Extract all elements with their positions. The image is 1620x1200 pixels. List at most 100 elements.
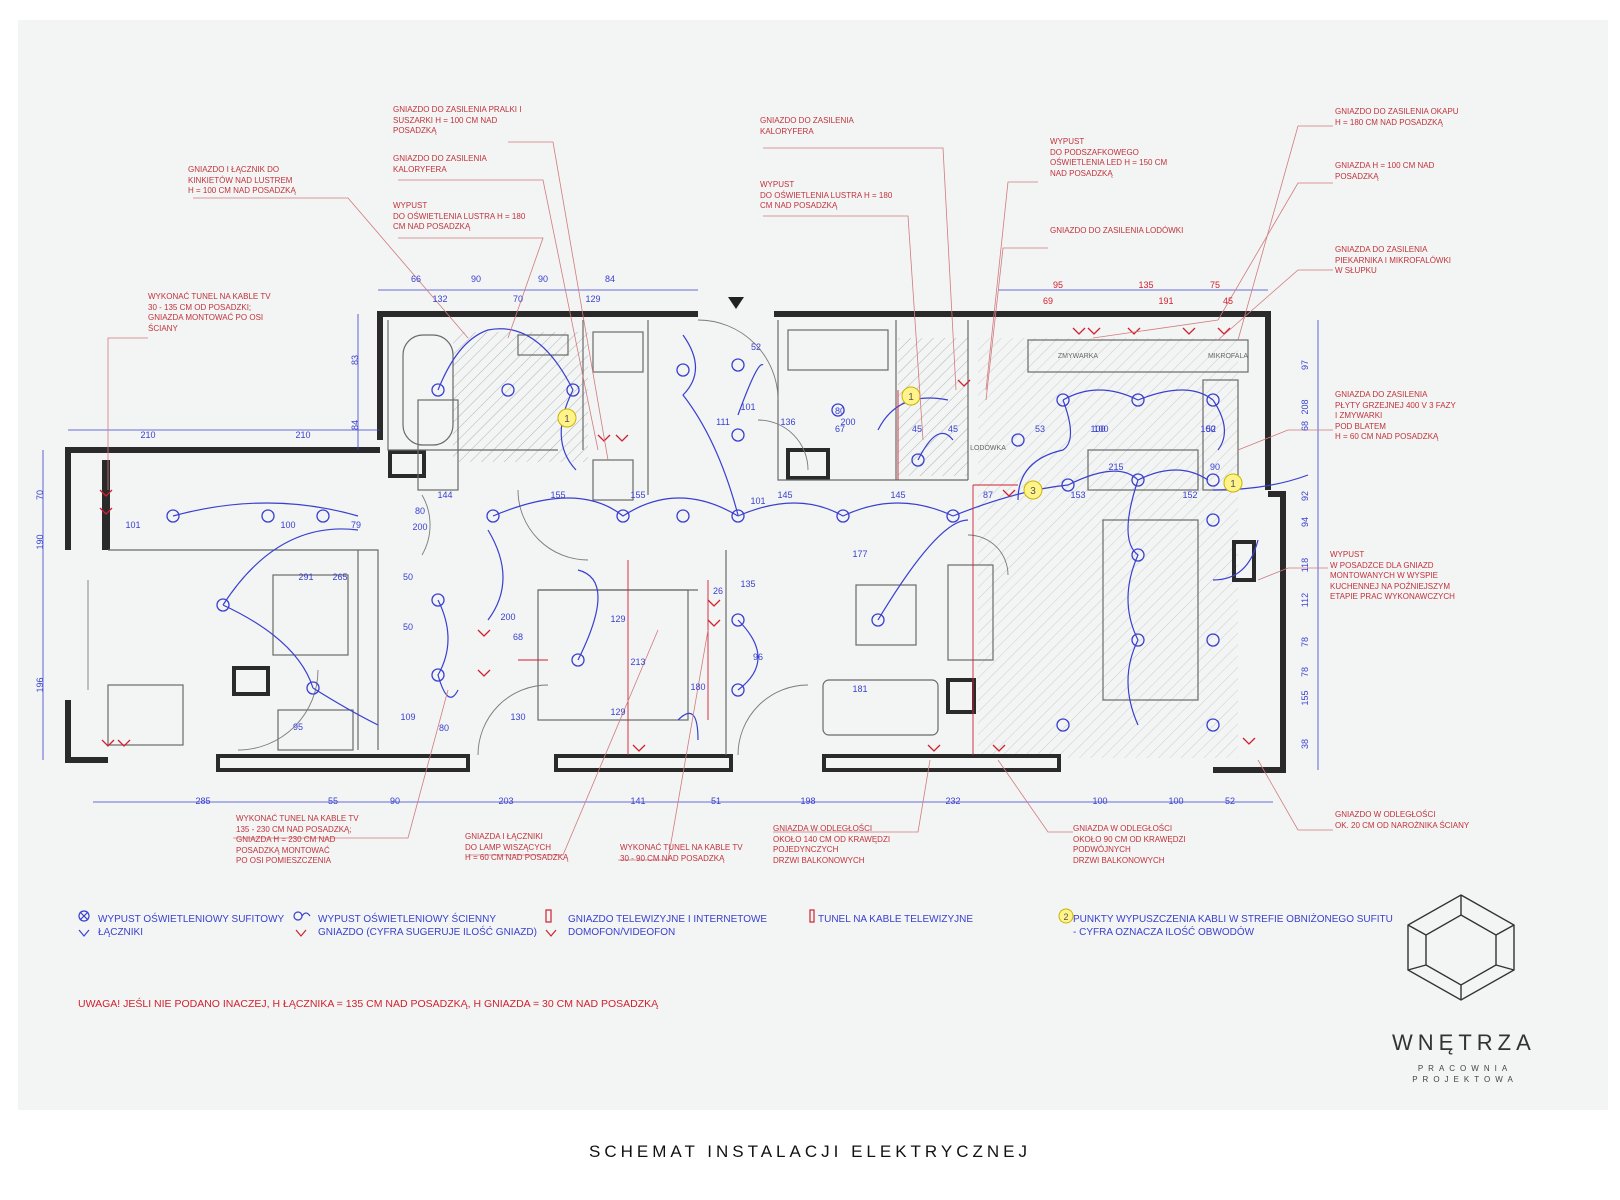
dimension-label: 90 xyxy=(538,274,548,284)
dimension-label: 135 xyxy=(740,579,755,589)
dimension-label: 83 xyxy=(350,355,360,365)
dimension-label: 66 xyxy=(411,274,421,284)
annotation-double-door-sockets: GNIAZDA W ODLEGŁOŚCI OKOŁO 90 CM OD KRAW… xyxy=(1073,824,1186,865)
dimension-label: 190 xyxy=(35,534,45,549)
dimension-label: 90 xyxy=(471,274,481,284)
dimension-label: 213 xyxy=(630,657,645,667)
dimension-label: 51 xyxy=(711,796,721,806)
dimension-label: 55 xyxy=(328,796,338,806)
dimension-label: 95 xyxy=(293,722,303,732)
legend-wall-light: WYPUST OŚWIETLENIOWY ŚCIENNY GNIAZDO (CY… xyxy=(318,914,537,938)
annotation-led-outlet: WYPUST DO PODSZAFKOWEGO OŚWIETLENIA LED … xyxy=(1050,137,1168,178)
dimension-label: 92 xyxy=(1300,491,1310,501)
annotation-corner-socket: GNIAZDO W ODLEGŁOŚCI OK. 20 CM OD NAROŻN… xyxy=(1335,810,1470,830)
dimension-label: 78 xyxy=(1300,637,1310,647)
dimension-label: 45 xyxy=(948,424,958,434)
brand-name: WNĘTRZA xyxy=(1392,1030,1536,1055)
inner-walls xyxy=(107,320,1249,755)
dimension-label: 129 xyxy=(610,707,625,717)
dimension-label: 215 xyxy=(1108,462,1123,472)
dimension-label: 97 xyxy=(1300,360,1310,370)
annotation-tv-tunnel-bedroom: WYKONAĆ TUNEL NA KABLE TV 135 - 230 CM N… xyxy=(236,814,359,865)
dimension-label: 177 xyxy=(852,549,867,559)
annotation-fridge-socket: GNIAZDO DO ZASILENIA LODÓWKI xyxy=(1050,226,1184,235)
intercom-icon xyxy=(545,929,557,937)
dimension-label: 100 xyxy=(1092,796,1107,806)
floor-plan: 1 1 3 1 xyxy=(42,125,1333,861)
dimension-label: 210 xyxy=(295,430,310,440)
dimension-label: 68 xyxy=(1300,421,1310,431)
ceiling-lights xyxy=(166,358,1220,732)
dimension-label: 79 xyxy=(351,520,361,530)
dimension-label: 68 xyxy=(513,632,523,642)
legend-circuit-points: PUNKTY WYPUSZCZENIA KABLI W STREFIE OBNI… xyxy=(1073,914,1393,938)
dimension-label: 232 xyxy=(945,796,960,806)
dimension-label: 141 xyxy=(630,796,645,806)
dimension-label: 132 xyxy=(432,294,447,304)
dimension-label: 100 xyxy=(1090,424,1105,434)
dimension-label: 129 xyxy=(610,614,625,624)
annotation-island-outlet: WYPUST W POSADZCE DLA GNIAZD MONTOWANYCH… xyxy=(1330,550,1455,601)
appliance-label: ZMYWARKA xyxy=(1058,353,1099,360)
dimension-label: 45 xyxy=(912,424,922,434)
dimension-label: 80 xyxy=(415,506,425,516)
dimension-label: 96 xyxy=(753,652,763,662)
dimension-label: 70 xyxy=(35,490,45,500)
marker-4: 1 xyxy=(1230,479,1236,490)
lighting-wiring xyxy=(172,328,1309,741)
dimension-label: 155 xyxy=(550,490,565,500)
legend-marker-number: 2 xyxy=(1063,912,1068,922)
dimension-label: 67 xyxy=(835,424,845,434)
dimension-label: 200 xyxy=(500,612,515,622)
appliance-label: MIKROFALA xyxy=(1208,353,1248,360)
dimension-label: 100 xyxy=(280,520,295,530)
dimension-label: 112 xyxy=(1300,593,1310,607)
dimension-label: 38 xyxy=(1300,739,1310,749)
annotation-hood-socket: GNIAZDO DO ZASILENIA OKAPU H = 180 CM NA… xyxy=(1335,107,1459,127)
doors xyxy=(87,319,1009,756)
dimension-label: 90 xyxy=(1210,462,1220,472)
marker-1: 1 xyxy=(564,414,570,425)
dimension-label: 191 xyxy=(1158,296,1173,306)
dimension-label: 285 xyxy=(195,796,210,806)
dimension-label: 52 xyxy=(751,342,761,352)
annotation-washer-socket: GNIAZDO DO ZASILENIA PRALKI I SUSZARKI H… xyxy=(393,105,522,135)
dimension-label: 200 xyxy=(412,522,427,532)
dimension-label: 198 xyxy=(800,796,815,806)
dimension-label: 135 xyxy=(1138,280,1153,290)
hatched-zones xyxy=(453,332,1238,758)
dimension-label: 180 xyxy=(690,682,705,692)
dimension-label: 208 xyxy=(1300,399,1310,414)
dimension-lines xyxy=(42,289,1319,803)
switch-icon xyxy=(78,929,90,937)
dimension-label: 100 xyxy=(1093,424,1108,434)
dimension-label: 84 xyxy=(350,420,360,430)
dimension-label: 70 xyxy=(513,294,523,304)
annotation-pendant-sockets: GNIAZDA I ŁĄCZNIKI DO LAMP WISZĄCYCH H =… xyxy=(465,832,569,862)
legend-tv-tunnel: TUNEL NA KABLE TELEWIZYJNE xyxy=(818,914,974,925)
tv-socket-icon xyxy=(545,909,552,923)
red-zones xyxy=(518,390,1018,755)
dimension-label: 101 xyxy=(750,496,765,506)
dimension-label: 155 xyxy=(630,490,645,500)
entrance-arrow-icon xyxy=(728,297,744,309)
dimension-label: 101 xyxy=(125,520,140,530)
dimension-label: 152 xyxy=(1182,490,1197,500)
annotation-sockets-100: GNIAZDA H = 100 CM NAD POSADZKĄ xyxy=(1335,161,1435,181)
socket-icon xyxy=(295,929,307,937)
annotation-hob-sockets: GNIAZDA DO ZASILENIA PŁYTY GRZEJNEJ 400 … xyxy=(1335,390,1456,441)
dimension-label: 145 xyxy=(777,490,792,500)
dimension-label: 265 xyxy=(332,572,347,582)
dimension-label: 100 xyxy=(1200,424,1215,434)
sockets xyxy=(99,327,1256,752)
drawing-sheet: 1 1 3 1 xyxy=(18,20,1608,1110)
dimension-label: 153 xyxy=(1070,490,1085,500)
dimension-label: 75 xyxy=(1210,280,1220,290)
dimension-label: 52 xyxy=(1206,424,1216,434)
dimension-label: 87 xyxy=(983,490,993,500)
legend-icons: 2 xyxy=(78,908,1074,937)
dimension-label: 52 xyxy=(1225,796,1235,806)
dimension-label: 80 xyxy=(439,723,449,733)
annotation-tv-tunnel-left: WYKONAĆ TUNEL NA KABLE TV 30 - 135 CM OD… xyxy=(148,292,271,333)
brand-logo-icon xyxy=(1407,894,1515,1001)
